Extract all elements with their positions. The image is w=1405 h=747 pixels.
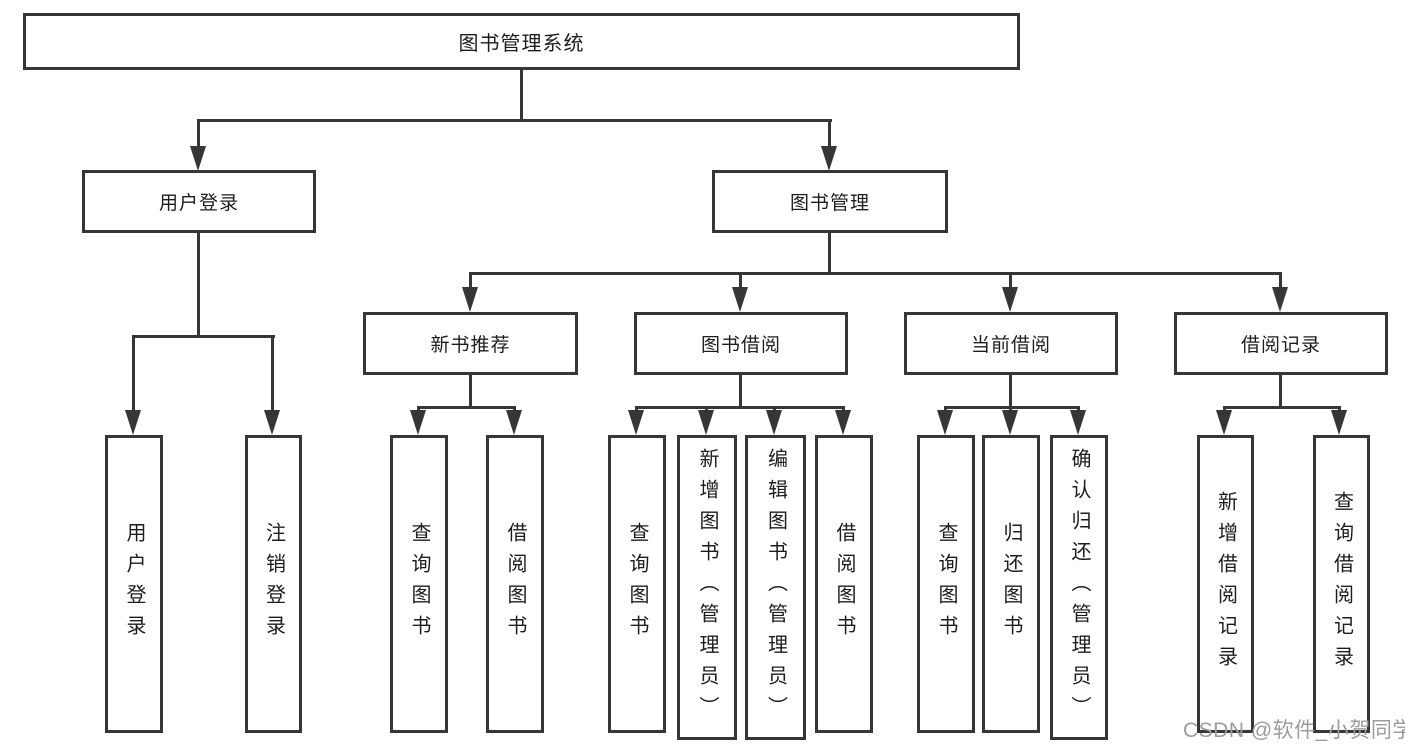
leaf-query-books-current: 查询图书 [917, 435, 975, 733]
connector-line [1077, 406, 1080, 412]
leaf-borrow-books-recommend: 借阅图书 [486, 435, 544, 733]
node-label: 图书借阅 [700, 335, 781, 356]
arrowhead-down [835, 410, 851, 435]
arrowhead-down [937, 410, 953, 435]
node-label: 图书管理系统 [458, 33, 585, 55]
connector-line [1009, 272, 1012, 290]
connector-line [1279, 375, 1282, 408]
arrowhead-down [462, 287, 478, 312]
connector-line [1223, 406, 1341, 409]
arrowhead-down [821, 146, 837, 171]
leaf-label: 新增借阅记录 [1214, 491, 1237, 677]
connector-line [197, 119, 832, 122]
connector-line [417, 406, 420, 412]
leaf-label: 查询图书 [935, 522, 957, 646]
node-new-book-recommendation: 新书推荐 [363, 312, 578, 375]
node-user-login: 用户登录 [82, 170, 316, 233]
connector-line [132, 335, 275, 338]
node-book-management: 图书管理 [712, 170, 948, 233]
connector-line [1223, 406, 1226, 412]
leaf-return-books: 归还图书 [982, 435, 1040, 733]
arrowhead-down [125, 410, 141, 435]
connector-line [132, 335, 135, 413]
arrowhead-down [766, 410, 782, 435]
connector-line [469, 375, 472, 408]
arrowhead-down [1070, 410, 1086, 435]
leaf-label: 借阅图书 [833, 522, 855, 646]
arrowhead-down [190, 146, 206, 171]
arrowhead-down [698, 410, 714, 435]
connector-line [1279, 272, 1282, 290]
node-borrowing-records: 借阅记录 [1174, 312, 1388, 375]
connector-line [197, 119, 200, 151]
node-label: 借阅记录 [1240, 335, 1321, 356]
connector-line [944, 406, 1080, 409]
arrowhead-down [1002, 287, 1018, 312]
leaf-query-books-borrowing: 查询图书 [608, 435, 666, 733]
leaf-add-book-admin: 新增图书（管理员） [677, 435, 737, 740]
leaf-label: 用户登录 [123, 522, 145, 646]
node-current-borrowing: 当前借阅 [904, 312, 1118, 375]
leaf-borrow-books-borrowing: 借阅图书 [815, 435, 873, 733]
node-book-management-system: 图书管理系统 [23, 13, 1020, 70]
node-label: 用户登录 [158, 193, 239, 214]
node-label: 当前借阅 [970, 335, 1051, 356]
connector-line [417, 406, 516, 409]
connector-line [469, 272, 1282, 275]
leaf-add-borrow-record: 新增借阅记录 [1197, 435, 1254, 733]
arrowhead-down [628, 410, 644, 435]
leaf-edit-book-admin: 编辑图书（管理员） [745, 435, 806, 740]
leaf-label: 查询图书 [408, 522, 430, 646]
arrowhead-down [506, 410, 522, 435]
leaf-label: 查询借阅记录 [1330, 491, 1353, 677]
csdn-watermark: CSDN @软件_小贺同学 [1183, 719, 1405, 742]
leaf-label: 注销登录 [262, 522, 285, 646]
connector-line [828, 119, 831, 151]
connector-line [271, 335, 274, 413]
arrowhead-down [1331, 410, 1347, 435]
arrowhead-down [1002, 410, 1018, 435]
leaf-label: 查询图书 [626, 522, 648, 646]
node-label: 图书管理 [789, 193, 870, 214]
leaf-user-login: 用户登录 [105, 435, 163, 733]
connector-line [1009, 375, 1012, 408]
connector-line [469, 272, 472, 290]
connector-line [1009, 406, 1012, 412]
connector-line [739, 272, 742, 290]
connector-line [705, 406, 708, 412]
connector-line [197, 233, 200, 337]
arrowhead-down [1272, 287, 1288, 312]
leaf-confirm-return-admin: 确认归还（管理员） [1050, 435, 1108, 740]
connector-line [944, 406, 947, 412]
leaf-label: 借阅图书 [504, 522, 526, 646]
leaf-label: 编辑图书（管理员） [764, 448, 787, 727]
leaf-label: 新增图书（管理员） [696, 448, 718, 727]
connector-line [635, 406, 638, 412]
connector-line [1338, 406, 1341, 412]
leaf-query-borrow-record: 查询借阅记录 [1313, 435, 1370, 733]
connector-line [635, 406, 844, 409]
node-label: 新书推荐 [430, 335, 511, 356]
connector-line [773, 406, 776, 412]
connector-line [520, 70, 523, 121]
leaf-logout: 注销登录 [245, 435, 302, 733]
arrowhead-down [410, 410, 426, 435]
connector-line [842, 406, 845, 412]
leaf-label: 确认归还（管理员） [1068, 448, 1090, 727]
leaf-label: 归还图书 [1000, 522, 1022, 646]
arrowhead-down [1216, 410, 1232, 435]
connector-line [513, 406, 516, 412]
connector-line [739, 375, 742, 408]
node-book-borrowing: 图书借阅 [634, 312, 848, 375]
connector-line [828, 233, 831, 274]
leaf-query-books-recommend: 查询图书 [390, 435, 448, 733]
arrowhead-down [264, 410, 280, 435]
arrowhead-down [732, 287, 748, 312]
